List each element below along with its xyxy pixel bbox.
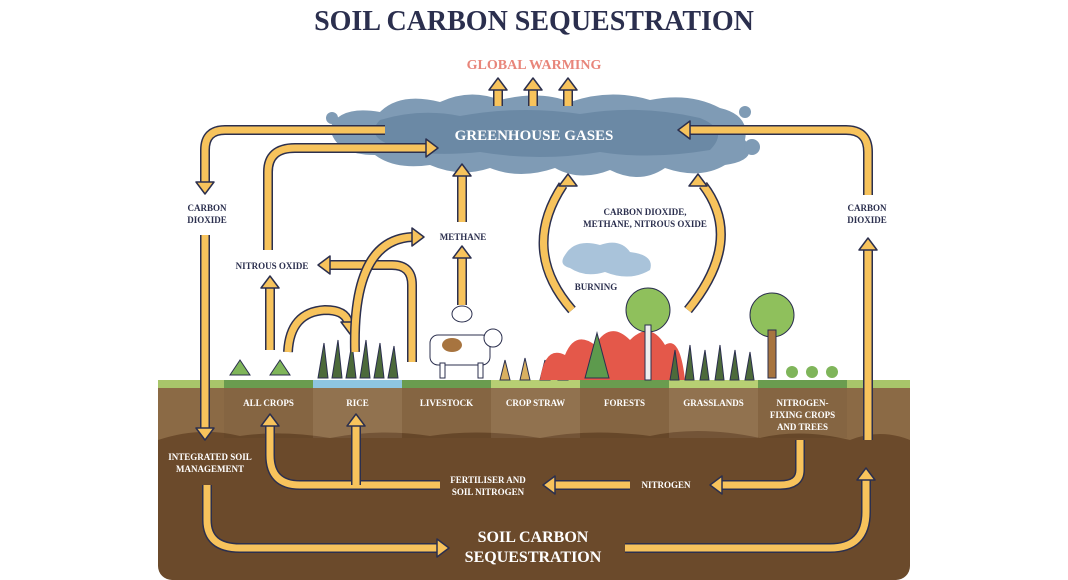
arrowhead-icon bbox=[688, 173, 708, 187]
greenhouse-gases-label: GREENHOUSE GASES bbox=[455, 128, 614, 144]
column-ground-0 bbox=[224, 380, 313, 388]
methane-label: METHANE bbox=[440, 232, 487, 242]
burning-gases-label-2: METHANE, NITROUS OXIDE bbox=[583, 219, 707, 229]
arrowhead-icon bbox=[195, 427, 215, 441]
column-band-4 bbox=[580, 388, 669, 438]
flow-arrow bbox=[858, 237, 878, 440]
arrowhead-icon bbox=[411, 227, 425, 247]
diagram-title: SOIL CARBON SEQUESTRATION bbox=[314, 6, 754, 37]
column-label: RICE bbox=[346, 398, 369, 408]
greenhouse-cloud bbox=[326, 94, 760, 178]
scenery bbox=[229, 287, 838, 381]
carbon-dioxide-left-label: CARBON bbox=[187, 203, 227, 213]
column-label: CROP STRAW bbox=[506, 398, 565, 408]
arrowhead-icon bbox=[856, 467, 876, 481]
flow-arrow bbox=[202, 485, 450, 558]
carbon-dioxide-right-label-2: DIOXIDE bbox=[847, 215, 887, 225]
column-band-2 bbox=[402, 388, 491, 438]
column-ground-2 bbox=[402, 380, 491, 388]
arrowhead-icon bbox=[260, 413, 280, 427]
column-label: GRASSLANDS bbox=[683, 398, 744, 408]
crops-icon bbox=[229, 359, 291, 376]
grass-icon bbox=[669, 344, 755, 381]
column-ground-6 bbox=[758, 380, 847, 388]
flow-arrow bbox=[349, 227, 425, 353]
column-band-3 bbox=[491, 388, 580, 438]
arrowhead-icon bbox=[452, 163, 472, 177]
arrowhead-icon bbox=[346, 413, 366, 427]
flow-arrow bbox=[523, 77, 543, 106]
column-ground-1 bbox=[313, 380, 402, 388]
flow-arrow bbox=[558, 77, 578, 106]
arrowhead-icon bbox=[195, 181, 215, 195]
chicken-icon bbox=[451, 305, 473, 323]
flow-arrow bbox=[317, 255, 417, 362]
flow-arrow bbox=[709, 440, 805, 495]
column-label: AND TREES bbox=[777, 422, 828, 432]
arrowhead-icon bbox=[523, 77, 543, 91]
column-ground-4 bbox=[580, 380, 669, 388]
smoke-cloud bbox=[562, 242, 651, 277]
arrowhead-icon bbox=[542, 475, 556, 495]
column-ground-3 bbox=[491, 380, 580, 388]
arrowhead-icon bbox=[425, 138, 439, 158]
soil-carbon-label-2: SEQUESTRATION bbox=[465, 549, 602, 566]
column-ground-5 bbox=[669, 380, 758, 388]
arrowhead-icon bbox=[452, 245, 472, 259]
integrated-soil-label-2: MANAGEMENT bbox=[176, 464, 244, 474]
flow-arrow bbox=[195, 125, 385, 195]
flow-arrow bbox=[542, 475, 630, 495]
burning-gases-label: CARBON DIOXIDE, bbox=[603, 207, 686, 217]
global-warming-label: GLOBAL WARMING bbox=[467, 58, 602, 73]
rice-icon bbox=[317, 339, 399, 379]
column-label: NITROGEN- bbox=[776, 398, 828, 408]
soil-carbon-label: SOIL CARBON bbox=[478, 529, 589, 546]
flow-arrow bbox=[263, 138, 439, 250]
burning-label: BURNING bbox=[575, 282, 618, 292]
arrowhead-icon bbox=[260, 275, 280, 289]
nitrogen-label: NITROGEN bbox=[641, 480, 691, 490]
flow-arrows bbox=[195, 77, 878, 558]
arrowhead-icon bbox=[488, 77, 508, 91]
flow-arrow bbox=[538, 173, 578, 314]
flow-arrow bbox=[452, 163, 472, 222]
arrowhead-icon bbox=[436, 538, 450, 558]
column-label: LIVESTOCK bbox=[420, 398, 473, 408]
carbon-dioxide-right-label: CARBON bbox=[847, 203, 887, 213]
flow-arrow bbox=[260, 275, 280, 350]
carbon-dioxide-left-label-2: DIOXIDE bbox=[187, 215, 227, 225]
arrowhead-icon bbox=[858, 237, 878, 251]
arrowhead-icon bbox=[558, 173, 578, 187]
flow-arrow bbox=[677, 120, 873, 195]
flow-arrow bbox=[195, 235, 215, 441]
flow-arrow bbox=[346, 413, 366, 485]
arrowhead-icon bbox=[709, 475, 723, 495]
flow-arrow bbox=[488, 77, 508, 106]
fertiliser-label-2: SOIL NITROGEN bbox=[452, 487, 525, 497]
nitrous-oxide-label: NITROUS OXIDE bbox=[236, 261, 309, 271]
forest-fire-icon bbox=[540, 287, 685, 381]
flow-arrow bbox=[452, 245, 472, 305]
arrowhead-icon bbox=[558, 77, 578, 91]
arrowhead-icon bbox=[317, 255, 331, 275]
arrowhead-icon bbox=[677, 120, 691, 140]
column-band-6 bbox=[758, 388, 847, 438]
tree-icon bbox=[749, 292, 838, 379]
flow-arrow bbox=[625, 467, 876, 553]
cow-icon bbox=[429, 328, 503, 379]
column-label: FORESTS bbox=[604, 398, 645, 408]
column-label: ALL CROPS bbox=[243, 398, 294, 408]
fertiliser-label: FERTILISER AND bbox=[450, 475, 526, 485]
column-band-5 bbox=[669, 388, 758, 438]
integrated-soil-label: INTEGRATED SOIL bbox=[168, 452, 252, 462]
flow-arrow bbox=[260, 413, 440, 490]
column-label: FIXING CROPS bbox=[770, 410, 835, 420]
flow-arrow bbox=[684, 173, 726, 314]
land-use-columns: ALL CROPS RICE LIVESTOCK CROP STRAW FORESTS G… bbox=[224, 380, 847, 438]
